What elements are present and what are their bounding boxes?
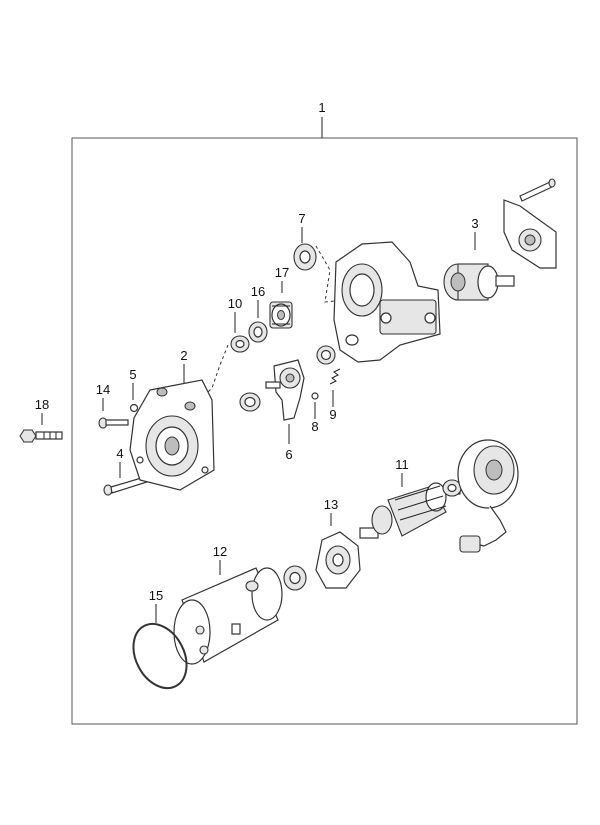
rear-bracket [503,178,557,269]
callout-5: 5 [129,367,136,382]
callout-12: 12 [213,544,227,559]
gear-7 [293,243,317,271]
callout-11: 11 [395,457,409,472]
o-ring-15 [132,622,188,690]
ball-8 [311,392,319,400]
callout-15: 15 [149,588,163,603]
callout-9: 9 [329,407,336,422]
clutch-3 [443,263,515,301]
drive-lever-6 [265,359,305,421]
callout-17: 17 [275,265,289,280]
screw-14 [98,417,129,429]
end-cover [457,439,519,553]
assembly-frame [71,137,578,725]
armature-11 [359,482,461,539]
bearing-left [239,392,261,412]
bushing-16 [248,321,268,343]
seal-ring [316,345,336,365]
callout-7: 7 [298,211,305,226]
callout-14: 14 [96,382,110,397]
callout-10: 10 [228,296,242,311]
spring-9 [329,368,341,385]
callout-6: 6 [285,447,292,462]
washer-10 [230,335,250,353]
bearing-armature [442,479,462,497]
callout-8: 8 [311,419,318,434]
callout-2: 2 [180,348,187,363]
callout-13: 13 [324,497,338,512]
gear-17 [269,301,293,329]
bearing-yoke [283,565,307,591]
ring-5 [129,403,139,413]
callout-4: 4 [116,446,123,461]
front-housing-2 [129,379,215,491]
callout-1: 1 [318,100,325,115]
callout-18: 18 [35,397,49,412]
yoke-12 [173,567,283,665]
bolt-18 [19,429,63,443]
callout-16: 16 [251,284,265,299]
solenoid-housing [333,241,441,363]
brush-holder-13 [315,531,361,589]
dashed-connector-gear [315,245,346,303]
callout-3: 3 [471,216,478,231]
leader-lines [41,117,476,623]
